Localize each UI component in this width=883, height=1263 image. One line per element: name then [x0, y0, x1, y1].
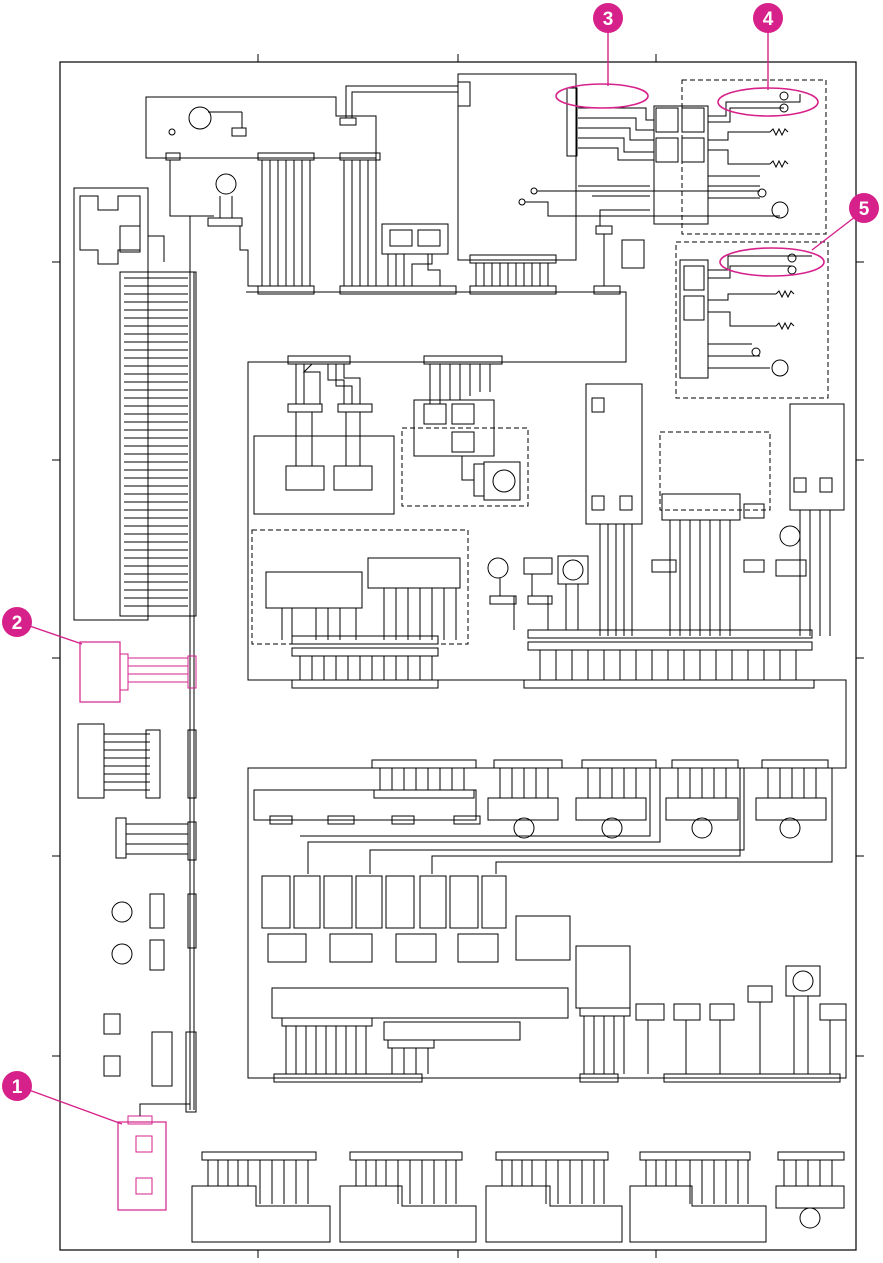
svg-text:4: 4 — [763, 9, 774, 30]
highlight-rings — [556, 84, 824, 276]
motor-icon — [692, 818, 712, 838]
motor-icon — [514, 818, 534, 838]
heater-unit-a — [578, 80, 826, 294]
callout-5: 5 — [849, 193, 879, 223]
left-harness — [74, 160, 258, 1110]
motor-icon — [493, 470, 515, 492]
central-wiring — [246, 158, 846, 1078]
svg-text:5: 5 — [859, 199, 870, 220]
bottom-units — [192, 1152, 844, 1242]
svg-text:2: 2 — [12, 613, 23, 634]
callout-2: 2 — [2, 607, 32, 637]
callout-4: 4 — [753, 3, 783, 33]
highlight-ring-5 — [720, 248, 824, 276]
top-left-board — [146, 86, 458, 294]
svg-text:3: 3 — [603, 9, 614, 30]
sensor-boards — [488, 384, 844, 688]
callout-3: 3 — [593, 3, 623, 33]
svg-text:1: 1 — [12, 1077, 23, 1098]
motor-icon — [602, 818, 622, 838]
highlight-ring-3 — [556, 84, 648, 108]
lamp-icon — [189, 107, 211, 129]
lamp-icon — [112, 944, 132, 964]
photo-sensor-icon — [104, 1014, 120, 1034]
heater-unit-b — [676, 242, 828, 398]
lamp-icon — [112, 902, 132, 922]
callout-1: 1 — [2, 1071, 32, 1101]
motor-icon — [800, 1208, 820, 1228]
photo-sensor-icon — [592, 398, 604, 412]
motor-icon — [793, 971, 813, 991]
lower-drive-section — [254, 760, 846, 1082]
motor-icon — [780, 818, 800, 838]
heater-icon — [770, 129, 788, 135]
lamp-icon — [216, 174, 236, 194]
motor-icon — [563, 560, 583, 580]
left-lower-devices — [78, 642, 196, 1210]
